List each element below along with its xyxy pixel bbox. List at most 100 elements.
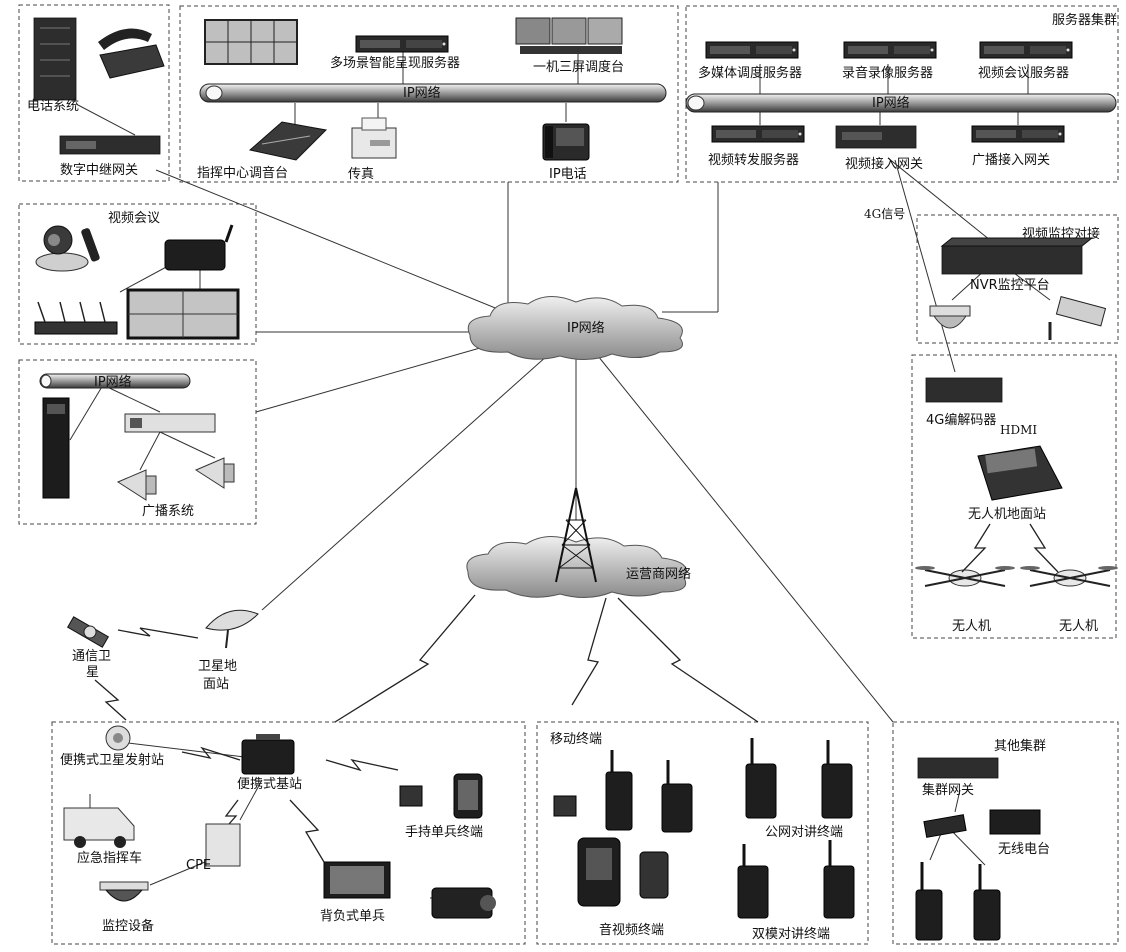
uav-left-label: 无人机 (952, 619, 991, 634)
vehicle-radio-icon (923, 814, 967, 838)
uav-link-left-icon (961, 523, 991, 573)
power-amplifier-icon (124, 413, 216, 433)
other-cluster-box (892, 721, 1119, 945)
dual-mode-intercom-icons (737, 840, 855, 919)
wireless-radio-icon (989, 809, 1041, 835)
av-terminal-icons (577, 837, 669, 907)
connection-lines (69, 52, 1051, 899)
microphones-icon (34, 301, 118, 335)
public-intercom-icons (745, 738, 853, 819)
satellite-dish-icon (205, 609, 259, 649)
mobile-terminal-icons (553, 750, 693, 833)
phone-system-box (18, 4, 170, 182)
uav-right-label: 无人机 (1059, 619, 1098, 634)
signal-4g-label: 4G信号 (864, 207, 905, 221)
recording-server-icon (843, 41, 937, 59)
phone-cabinet-icon (33, 17, 77, 101)
satellite-icon (66, 616, 110, 648)
terminals-box (536, 721, 869, 945)
trunk-gateway-icon (59, 135, 161, 155)
video-wall-icon (204, 19, 298, 65)
portable-sat-station-label: 便携式卫星发射站 (60, 752, 164, 768)
comm-satellite-label-1: 通信卫 (72, 649, 111, 664)
operator-network-label: 运营商网络 (626, 566, 691, 582)
uav-ground-station-label: 无人机地面站 (968, 507, 1046, 522)
comm-satellite-label-2: 星 (86, 665, 99, 680)
ip-network-pipe-broadcast (39, 373, 191, 389)
trunk-gateway-label: 数字中继网关 (60, 163, 138, 178)
ground-station-case-icon (977, 445, 1063, 501)
portable-sat-station-icon (105, 725, 131, 751)
conference-terminal-icon (164, 224, 234, 271)
ip-network-label-right: IP网络 (872, 95, 910, 111)
video-forward-server-icon (711, 125, 805, 143)
mixer-icon (248, 121, 328, 161)
satellite-ground-label-2: 面站 (203, 677, 229, 692)
portable-base-station-icon (241, 734, 295, 775)
public-intercom-label: 公网对讲终端 (765, 824, 843, 840)
sat-uplink-icon (94, 679, 127, 721)
ip-network-pipe-left (199, 83, 667, 103)
cloud-ip-network-label: IP网络 (567, 320, 605, 336)
antenna-tower-icon (555, 487, 597, 583)
video-surveillance-box (916, 214, 1119, 344)
camcorder-icon (431, 887, 496, 919)
server-cluster-box (685, 5, 1119, 183)
monitor-device-label: 监控设备 (102, 918, 154, 934)
broadcast-gateway-label: 广播接入网关 (972, 152, 1050, 168)
phone-system-label: 电话系统 (27, 99, 79, 114)
ip-network-cloud-icon (467, 296, 683, 360)
codec-4g-label: 4G编解码器 (926, 413, 996, 428)
ip-network-pipe-right (685, 93, 1117, 113)
ip-phone-icon (542, 123, 590, 161)
video-conference-title: 视频会议 (108, 211, 160, 226)
mobile-terminal-link-icon (571, 597, 607, 706)
nvr-label: NVR监控平台 (970, 278, 1050, 293)
handheld-terminal-icon (399, 773, 483, 819)
bullet-camera-icon (1048, 296, 1107, 340)
portable-base-station-label: 便携式基站 (237, 776, 302, 792)
mobile-terminal-label: 移动终端 (550, 731, 602, 747)
uav-link-right-icon (1029, 523, 1059, 573)
backpack-link-icon (289, 799, 325, 863)
hdmi-label: HDMI (1000, 423, 1037, 437)
multimedia-dispatch-server-label: 多媒体调度服务器 (698, 65, 802, 81)
av-terminal-label: 音视频终端 (599, 922, 664, 938)
horn-speaker-left-icon (116, 469, 157, 501)
sat-link-icon (117, 627, 199, 639)
monitor-camera-icon (99, 881, 149, 902)
video-access-gateway-label: 视频接入网关 (845, 156, 923, 172)
fax-icon (351, 117, 397, 159)
broadcast-system-label: 广播系统 (142, 504, 194, 519)
emergency-box (51, 721, 526, 945)
backpack-unit-icon (323, 861, 391, 899)
broadcast-system-box (18, 359, 257, 525)
display-screen-icon (126, 288, 240, 340)
codec-4g-icon (925, 377, 1003, 403)
desk-phone-icon (98, 28, 165, 79)
broadcast-speaker-column-icon (42, 397, 70, 499)
cluster-handsets-icon (915, 862, 1001, 941)
video-access-gateway-icon (835, 125, 917, 149)
multi-scene-server-label: 多场景智能呈现服务器 (330, 55, 460, 71)
cluster-gateway-label: 集群网关 (922, 782, 974, 798)
mixer-label: 指挥中心调音台 (197, 165, 288, 181)
cpe-icon (205, 823, 241, 867)
dual-mode-intercom-label: 双模对讲终端 (752, 926, 830, 942)
video-conf-server-label: 视频会议服务器 (978, 65, 1069, 81)
group-boxes (18, 4, 1119, 945)
ip-network-label-left: IP网络 (403, 85, 441, 101)
cpe-label: CPE (186, 858, 211, 873)
uav-right-icon (1020, 566, 1118, 587)
remote-control-icon (81, 228, 100, 262)
multimedia-dispatch-server-icon (705, 41, 799, 59)
uav-box (911, 354, 1117, 639)
ptz-camera-icon (35, 225, 89, 272)
video-forward-server-label: 视频转发服务器 (708, 152, 799, 168)
wireless-radio-label: 无线电台 (998, 842, 1050, 857)
horn-speaker-right-icon (194, 457, 235, 489)
video-conf-server-icon (979, 41, 1073, 59)
intercom-link-icon (617, 597, 759, 723)
base-station-link-icon (334, 594, 476, 723)
operator-network-cloud-icon (466, 536, 687, 598)
